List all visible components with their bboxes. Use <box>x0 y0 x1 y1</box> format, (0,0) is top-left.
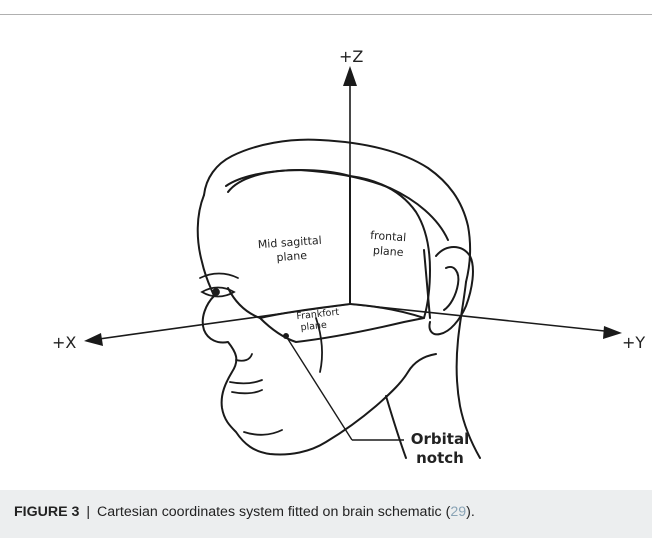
eye-pupil <box>213 289 219 295</box>
figure-panel: +Z +X +Y Mid sagittal plane frontal plan… <box>0 14 652 506</box>
head-outline <box>198 140 480 458</box>
head-coordinate-diagram: +Z +X +Y Mid sagittal plane frontal plan… <box>0 14 652 490</box>
orbital-notch-point <box>283 333 289 339</box>
frontal-plane-label-line1: frontal <box>370 229 407 244</box>
x-axis-arrowhead <box>84 333 103 346</box>
z-axis-arrowhead <box>343 66 357 86</box>
figure-caption: FIGURE 3 | Cartesian coordinates system … <box>0 490 652 538</box>
nostril <box>236 354 252 361</box>
axis-y-label: +Y <box>622 333 645 352</box>
axis-x-label: +X <box>52 333 76 352</box>
lower-lip <box>232 390 262 393</box>
upper-lip <box>230 380 262 383</box>
axes-group <box>92 76 614 440</box>
mid-sagittal-label: Mid sagittal plane <box>257 234 322 264</box>
caption-suffix: ). <box>466 504 475 520</box>
frankfort-plane-label-line2: plane <box>300 320 328 334</box>
hairline <box>226 170 448 240</box>
orbital-notch-label: Orbital notch <box>411 430 469 467</box>
caption-text: Cartesian coordinates system fitted on b… <box>97 504 450 520</box>
orbital-notch-leader <box>286 336 352 440</box>
axis-z-label: +Z <box>339 47 363 66</box>
orbital-notch-label-line2: notch <box>416 449 464 467</box>
y-axis-line <box>350 304 614 332</box>
citation-link[interactable]: 29 <box>450 504 466 520</box>
frontal-plane-label: frontal plane <box>370 229 407 259</box>
figure-label: FIGURE 3 <box>14 504 79 520</box>
facial-features <box>200 274 322 435</box>
orbital-notch-label-line1: Orbital <box>411 430 469 448</box>
y-axis-arrowhead <box>603 326 622 339</box>
chin-line <box>244 430 282 435</box>
frontal-plane-label-line2: plane <box>373 244 405 259</box>
caption-separator: | <box>86 504 90 520</box>
mid-sagittal-label-line2: plane <box>276 249 308 264</box>
ear-inner <box>444 267 458 310</box>
frankfort-plane-label: Frankfort plane <box>296 307 340 334</box>
neck-front-line <box>386 396 406 458</box>
ear-outline <box>429 247 472 334</box>
mid-sagittal-label-line1: Mid sagittal <box>257 234 322 251</box>
